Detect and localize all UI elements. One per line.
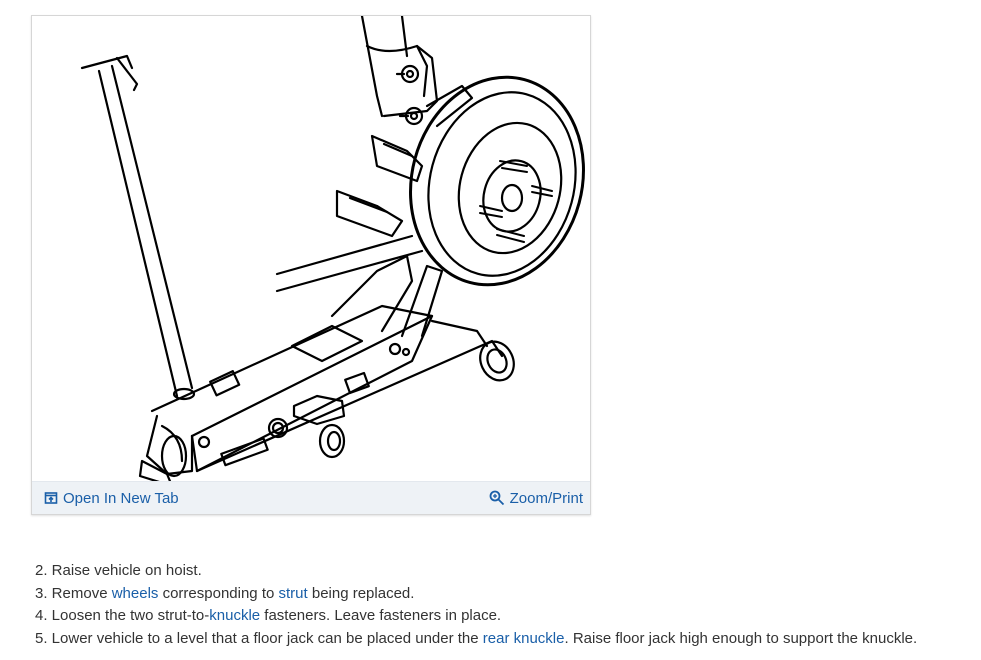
step-text: . Raise floor jack high enough to suppor… <box>564 629 918 647</box>
zoom-print-link[interactable]: Zoom/Print <box>489 490 583 507</box>
strut-link[interactable]: strut <box>278 584 308 602</box>
step-number: 3. <box>35 584 48 602</box>
step-text: Remove <box>47 584 112 602</box>
wheels-link[interactable]: wheels <box>111 584 159 602</box>
open-new-tab-icon <box>44 492 58 504</box>
open-in-new-tab-label: Open In New Tab <box>63 489 179 507</box>
open-in-new-tab-link[interactable]: Open In New Tab <box>44 490 179 507</box>
figure-caption-bar: Open In New Tab Zoom/Print <box>32 481 590 514</box>
knuckle-link[interactable]: knuckle <box>209 607 261 624</box>
zoom-magnifier-icon <box>489 490 504 506</box>
rear-knuckle-link[interactable]: rear knuckle <box>482 629 565 647</box>
step-text: Loosen the two strut-to- <box>47 607 210 624</box>
floor-jack-illustration <box>80 16 585 481</box>
zoom-print-label: Zoom/Print <box>509 489 583 507</box>
step-item: 2. Raise vehicle on hoist. <box>35 560 917 583</box>
step-text: Lower vehicle to a level that a floor ja… <box>47 629 483 647</box>
step-item: 4. Loosen the two strut-to-knuckle faste… <box>35 605 917 628</box>
step-item: 3. Remove wheels corresponding to strut … <box>35 583 917 606</box>
step-item: 5. Lower vehicle to a level that a floor… <box>35 628 917 651</box>
procedure-steps: 2. Raise vehicle on hoist. 3. Remove whe… <box>35 560 917 650</box>
figure-container: Open In New Tab Zoom/Print <box>31 15 591 515</box>
step-text: being replaced. <box>307 584 415 602</box>
step-number: 2. <box>35 562 48 579</box>
step-text: corresponding to <box>158 584 279 602</box>
step-number: 4. <box>35 607 48 624</box>
step-text: Raise vehicle on hoist. <box>47 562 202 579</box>
step-text: fasteners. Leave fasteners in place. <box>260 607 502 624</box>
step-number: 5. <box>35 629 48 647</box>
